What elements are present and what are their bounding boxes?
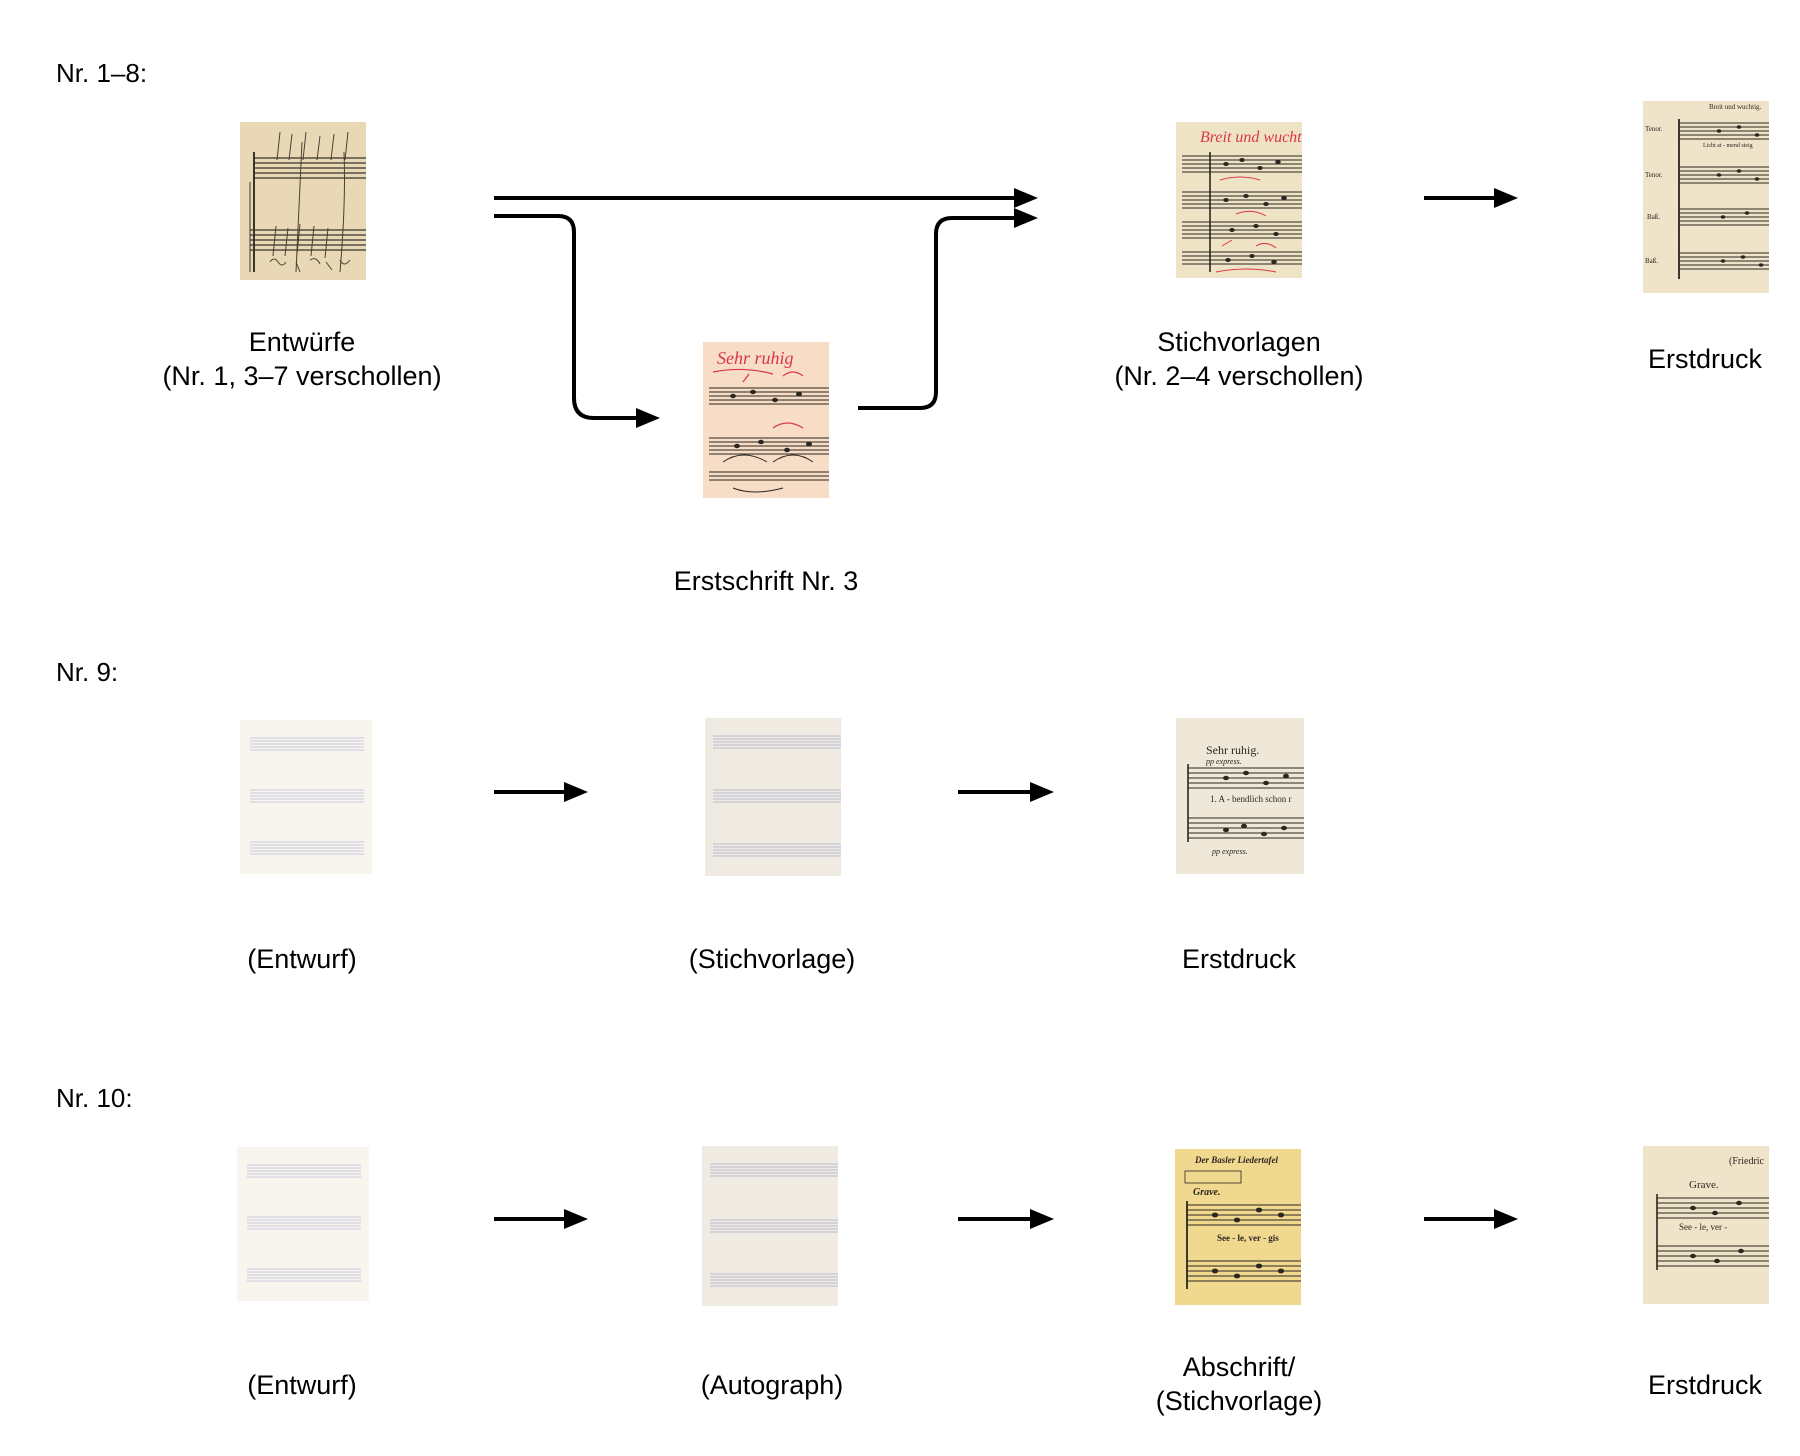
arrow-erstschrift-to-stichvorlagen [858,216,1024,410]
thumbnail-erstdruck-3-tempo: Grave. [1689,1179,1719,1191]
node-label-erstdruck-2: Erstdruck [1039,942,1439,976]
node-label-entwurf-s2-line1: (Entwurf) [247,944,357,974]
node-label-stichvorlagen: Stichvorlagen (Nr. 2–4 verschollen) [1039,325,1439,393]
thumbnail-erstdruck-2-dyn-2: pp express. [1211,847,1248,856]
thumbnail-entwuerfe [240,122,366,280]
arrowhead-entwuerfe-to-stichvorlagen [1014,188,1038,208]
node-label-erstdruck-2-line1: Erstdruck [1181,944,1297,974]
thumbnail-erstdruck-2-dyn-1: pp express. [1205,757,1242,766]
arrowhead-stichvorlage-to-erstdruck-s2 [1030,782,1054,802]
thumbnail-erstdruck-3-lyrics: See - le, ver - [1679,1222,1727,1232]
thumbnail-erstdruck-2: Sehr ruhig. pp express. 1. A - bendlich … [1176,718,1304,874]
thumbnail-erstdruck-1: Breit und wuchtig. Tenor. Tenor. Baß. Ba… [1643,101,1769,293]
node-label-stichvorlagen-line2: (Nr. 2–4 verschollen) [1114,361,1364,391]
section-label-nr-1-8: Nr. 1–8: [56,58,148,88]
node-label-erstschrift: Erstschrift Nr. 3 [566,564,966,598]
node-label-abschrift-line2: (Stichvorlage) [1155,1386,1323,1416]
thumbnail-stichvorlagen-text: Breit und wuchtig [1200,129,1302,146]
thumbnail-autograph-placeholder-s3 [702,1146,838,1306]
node-label-autograph-s3-line1: (Autograph) [700,1370,844,1400]
node-label-erstdruck-1-line1: Erstdruck [1647,344,1763,374]
arrowhead-entwurf-to-stichvorlage-s2 [564,782,588,802]
arrowhead-entwurf-to-autograph-s3 [564,1209,588,1229]
thumbnail-erstdruck-1-tenor-2: Tenor. [1645,171,1663,179]
arrowhead-entwuerfe-to-erstschrift [636,408,660,428]
node-label-erstdruck-1: Erstdruck [1605,342,1800,376]
thumbnail-erstdruck-1-tenor-1: Tenor. [1645,125,1663,133]
node-label-erstdruck-3: Erstdruck [1605,1368,1800,1402]
arrowhead-stichvorlagen-to-erstdruck [1494,188,1518,208]
thumbnail-erstdruck-2-tempo: Sehr ruhig. [1206,743,1259,757]
thumbnail-abschrift-title: Der Basler Liedertafel [1194,1155,1278,1165]
thumbnail-stichvorlage-placeholder-s2 [705,718,841,876]
node-label-stichvorlage-s2-line1: (Stichvorlage) [688,944,856,974]
node-label-stichvorlage-s2: (Stichvorlage) [572,942,972,976]
node-label-erstschrift-line1: Erstschrift Nr. 3 [673,566,859,596]
thumbnail-abschrift: Der Basler Liedertafel Grave. See - le, … [1175,1149,1301,1305]
arrowhead-erstschrift-to-stichvorlagen [1014,208,1038,228]
thumbnail-stichvorlagen: Breit und wuchtig [1176,122,1302,278]
node-label-entwurf-s3-line1: (Entwurf) [247,1370,357,1400]
thumbnail-erstdruck-3: (Friedric Grave. See - le, ver - [1643,1146,1769,1304]
thumbnail-erstdruck-1-bass-1: Baß. [1647,213,1660,221]
node-label-autograph-s3: (Autograph) [572,1368,972,1402]
thumbnail-erstdruck-1-lyrics: Licht at - mend steig [1703,143,1753,149]
arrow-entwuerfe-to-erstschrift [494,214,644,420]
node-label-entwuerfe: Entwürfe (Nr. 1, 3–7 verschollen) [102,325,502,393]
node-label-erstdruck-3-line1: Erstdruck [1647,1370,1763,1400]
thumbnail-abschrift-tempo: Grave. [1193,1187,1221,1198]
thumbnail-erstdruck-1-bass-2: Baß. [1645,257,1658,265]
thumbnail-erstdruck-2-lyrics: 1. A - bendlich schon r [1210,794,1292,804]
arrowhead-abschrift-to-erstdruck-s3 [1494,1209,1518,1229]
thumbnail-entwurf-placeholder-s2 [240,720,372,874]
node-label-abschrift: Abschrift/ (Stichvorlage) [1039,1350,1439,1418]
thumbnail-erstdruck-1-tempo: Breit und wuchtig. [1709,103,1762,111]
thumbnail-erstdruck-3-credit: (Friedric [1729,1156,1765,1167]
thumbnail-entwurf-placeholder-s3 [237,1147,369,1301]
thumbnail-erstschrift-text: Sehr ruhig [717,348,794,368]
node-label-entwurf-s2: (Entwurf) [102,942,502,976]
node-label-entwuerfe-line2: (Nr. 1, 3–7 verschollen) [162,361,442,391]
arrowhead-autograph-to-abschrift-s3 [1030,1209,1054,1229]
section-label-nr-10: Nr. 10: [56,1083,133,1113]
node-label-entwurf-s3: (Entwurf) [102,1368,502,1402]
node-label-entwuerfe-line1: Entwürfe [248,327,356,357]
section-label-nr-9: Nr. 9: [56,657,119,687]
thumbnail-abschrift-lyrics: See - le, ver - gis [1217,1233,1279,1243]
thumbnail-erstschrift-nr-3: Sehr ruhig [703,342,829,498]
node-label-abschrift-line1: Abschrift/ [1182,1352,1296,1382]
node-label-stichvorlagen-line1: Stichvorlagen [1157,327,1321,357]
